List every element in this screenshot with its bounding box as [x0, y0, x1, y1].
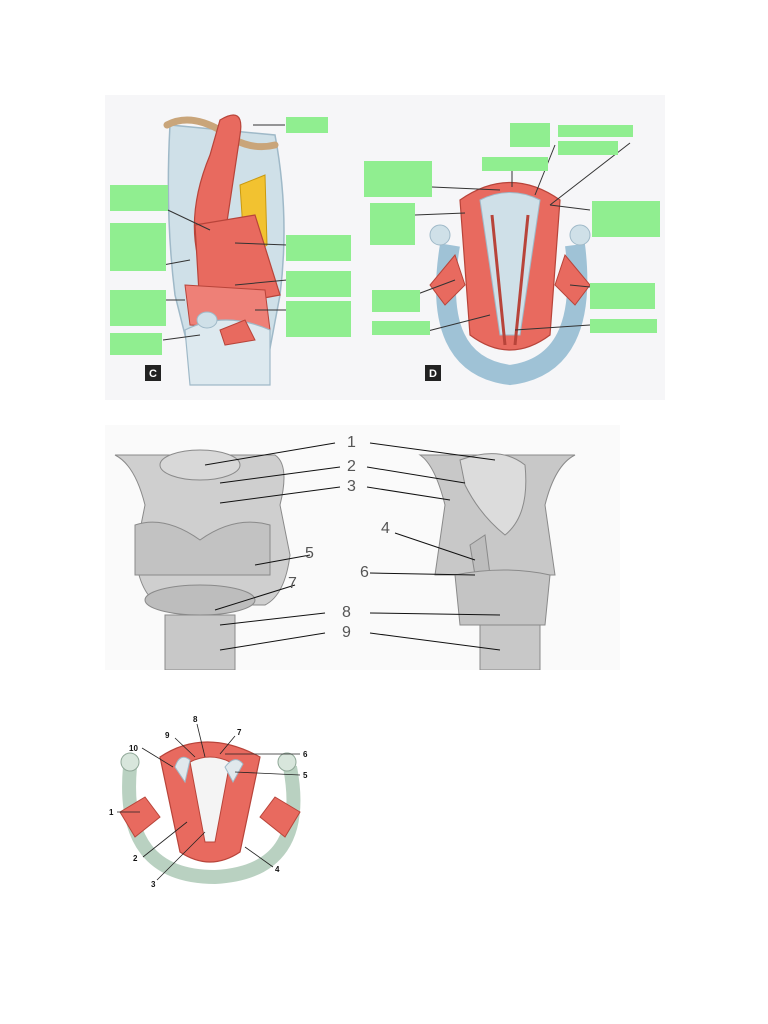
bottom-label-3: 3 — [151, 880, 156, 889]
label-4: 4 — [381, 520, 390, 537]
label-9: 9 — [342, 624, 351, 641]
panel-c-illustration: C — [105, 95, 365, 400]
label-box — [558, 141, 618, 155]
label-6: 6 — [360, 564, 369, 581]
label-box — [286, 301, 351, 337]
bottom-label-7: 7 — [237, 728, 242, 737]
label-box — [590, 283, 655, 309]
label-box — [372, 290, 420, 312]
label-box — [286, 271, 351, 297]
panel-d-superior-view: D — [360, 95, 665, 400]
bottom-label-2: 2 — [133, 854, 138, 863]
label-box — [110, 290, 166, 326]
label-box — [286, 117, 328, 133]
anterior-larynx — [114, 449, 291, 670]
label-box — [590, 319, 657, 333]
bottom-label-4: 4 — [275, 865, 280, 874]
label-box — [510, 123, 550, 147]
label-5: 5 — [305, 545, 314, 562]
numbered-muscles-illustration: 8 9 7 10 6 5 1 2 3 4 — [105, 712, 345, 890]
panel-d-illustration: D — [360, 95, 665, 400]
bottom-label-9: 9 — [165, 731, 170, 740]
bottom-label-1: 1 — [109, 808, 114, 817]
bottom-label-5: 5 — [303, 771, 308, 780]
label-box — [482, 157, 548, 171]
label-box — [110, 333, 162, 355]
label-box — [370, 203, 415, 245]
label-1: 1 — [347, 434, 356, 451]
bottom-label-10: 10 — [129, 744, 138, 753]
posterior-larynx — [418, 453, 576, 670]
label-box — [110, 223, 166, 271]
label-box — [286, 235, 351, 261]
label-2: 2 — [347, 458, 356, 475]
label-8: 8 — [342, 604, 351, 621]
larynx-anterior-posterior-figure: 1 2 3 4 5 6 7 8 9 — [105, 425, 620, 670]
bottom-label-6: 6 — [303, 750, 308, 759]
bottom-label-8: 8 — [193, 715, 198, 724]
label-box — [372, 321, 430, 335]
label-box — [364, 161, 432, 197]
numbered-superior-view-figure: 8 9 7 10 6 5 1 2 3 4 — [105, 712, 345, 890]
label-3: 3 — [347, 478, 356, 495]
larynx-cartilages-illustration: 1 2 3 4 5 6 7 8 9 — [105, 425, 620, 670]
label-box — [558, 125, 633, 137]
label-box — [110, 185, 168, 211]
panel-c-lateral-view: C — [105, 95, 365, 400]
label-box — [592, 201, 660, 237]
label-7: 7 — [288, 575, 297, 592]
panel-c-letter: C — [149, 368, 157, 380]
panel-d-letter: D — [429, 368, 437, 380]
